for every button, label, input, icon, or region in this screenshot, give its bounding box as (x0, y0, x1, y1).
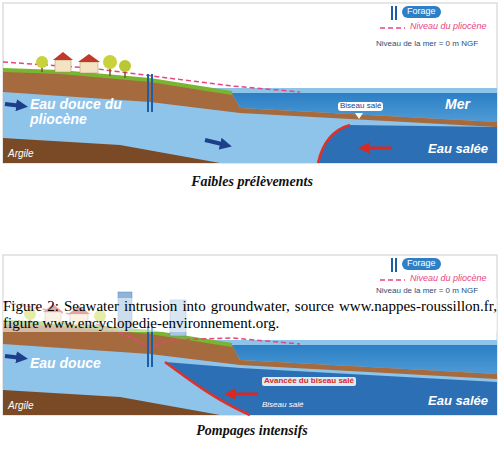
panel-intensive-pumping (3, 255, 497, 415)
fresh-aquifer (3, 88, 497, 163)
legend-text: Forage (402, 258, 441, 270)
salt-wedge-line (165, 362, 250, 415)
legend-borehole-icon (391, 258, 393, 272)
sea-level-note: Niveau de la mer = 0 m NGF (376, 287, 478, 296)
legend-borehole-icon (395, 6, 397, 20)
legend-borehole-icon (395, 258, 397, 272)
legend-dashed-sample (380, 279, 405, 281)
houses (36, 52, 131, 78)
water-label: Eau salée (428, 394, 488, 408)
panel-caption: Faibles prélèvements (2, 174, 500, 189)
legend-text: Niveau du pliocène (410, 274, 487, 284)
flow-arrow (5, 356, 22, 358)
clay-layer (3, 390, 220, 415)
salt-arrow (364, 147, 392, 150)
figure-caption: Figure 2: Seawater intrusion into ground… (3, 298, 497, 332)
water-label: Eau salée (428, 142, 488, 156)
flow-arrow (5, 104, 22, 106)
water-label: Eau douce du pliocène (30, 97, 150, 128)
salt-water (318, 125, 497, 163)
fresh-aquifer (3, 340, 497, 415)
panel-caption: Pompages intensifs (2, 423, 500, 438)
salt-wedge-line (318, 125, 350, 163)
layer-label: Argile (8, 400, 34, 411)
sea-level-note: Niveau de la mer = 0 m NGF (376, 40, 478, 49)
layer-label: Argile (8, 148, 34, 159)
panel-low-pumping (3, 3, 497, 163)
wedge-label: Biseau salé (338, 102, 383, 111)
legend-text: Niveau du pliocène (410, 22, 487, 32)
water-label: Mer (445, 97, 470, 112)
panel-frame (3, 255, 497, 415)
water-label: Eau douce (30, 356, 101, 371)
borehole (151, 326, 153, 367)
legend-dashed-sample (380, 27, 405, 29)
borehole (151, 74, 153, 112)
wedge-label: Biseau salé (262, 401, 303, 410)
flow-arrow (205, 140, 226, 145)
legend-text: Forage (402, 6, 441, 18)
wedge-advance-label: Avancée du biseau salé (262, 377, 356, 386)
borehole (147, 74, 149, 112)
label-pointer (355, 113, 363, 119)
land (3, 70, 497, 127)
panel-frame (3, 3, 497, 163)
salt-advance-arrow (230, 393, 258, 396)
clay-layer (3, 138, 220, 163)
borehole (147, 326, 149, 367)
legend-borehole-icon (391, 6, 393, 20)
